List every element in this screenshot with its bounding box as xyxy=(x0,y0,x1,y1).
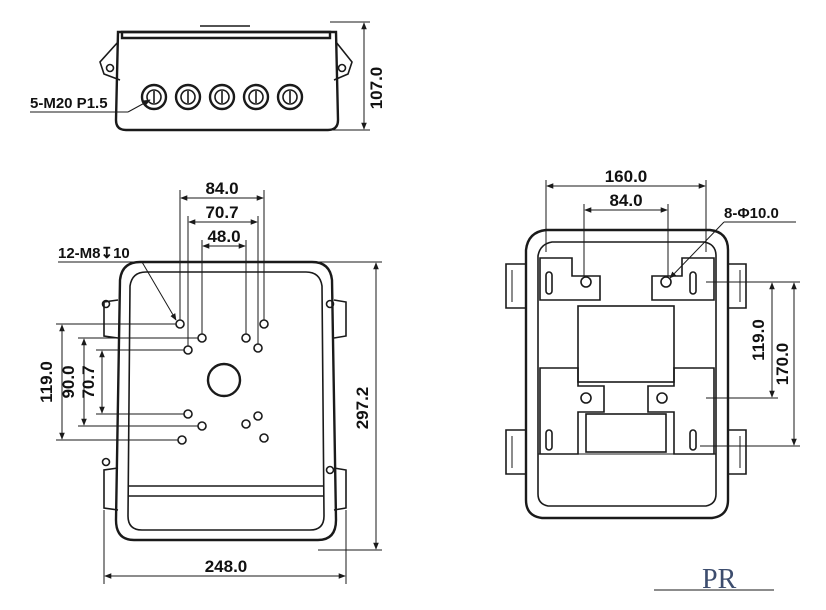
thread-hole-10 xyxy=(253,411,263,421)
top-view-right-tab xyxy=(333,41,353,81)
thread-hole-5 xyxy=(241,333,251,343)
back-body-outer xyxy=(524,228,730,520)
cable-gland-2-inner xyxy=(180,89,196,105)
back-slot-2 xyxy=(689,271,697,295)
top-view: 5-M20 P1.5 107.0 xyxy=(30,21,386,132)
front-dim-248: 248.0 xyxy=(205,557,248,576)
back-plate-bottom-left xyxy=(539,367,605,455)
back-hole-4 xyxy=(656,392,668,404)
hole-label-leader xyxy=(669,221,725,279)
thread-hole-11 xyxy=(241,419,251,429)
cable-gland-row xyxy=(140,83,304,111)
front-right-screw-top xyxy=(325,299,335,309)
front-dim-90: 90.0 xyxy=(59,365,78,398)
back-plate-bottom-right xyxy=(647,367,715,455)
front-left-bracket-top xyxy=(103,299,119,339)
front-view: 84.0 70.7 48.0 12-M8↧10 119.0 90.0 70.7 … xyxy=(37,179,382,584)
thread-hole-6 xyxy=(253,343,263,353)
front-left-bracket-bottom xyxy=(103,467,119,511)
back-plate-top-left xyxy=(539,257,601,301)
front-body-inner xyxy=(127,271,325,531)
front-body-outer xyxy=(114,260,338,542)
front-right-bracket-bottom xyxy=(333,467,347,511)
front-right-screw-bottom xyxy=(325,465,335,475)
brand-logo: PR xyxy=(654,564,774,595)
cable-gland-2 xyxy=(174,83,202,111)
front-dim-70-7: 70.7 xyxy=(205,203,238,222)
port-label: 5-M20 P1.5 xyxy=(30,95,108,112)
thread-hole-8 xyxy=(197,421,207,431)
thread-hole-7 xyxy=(183,409,193,419)
thread-hole-1 xyxy=(175,319,185,329)
back-right-rail-bottom xyxy=(727,429,747,475)
port-label-leader xyxy=(127,99,151,113)
front-right-bracket-top xyxy=(333,299,347,339)
thread-hole-2 xyxy=(197,333,207,343)
thread-label-leader xyxy=(141,261,177,321)
back-slot-4 xyxy=(689,429,697,451)
back-center-plate xyxy=(577,305,675,383)
cable-gland-4 xyxy=(242,83,270,111)
top-view-left-tab xyxy=(99,41,121,81)
front-dim-84: 84.0 xyxy=(205,179,238,198)
back-dim-84: 84.0 xyxy=(609,191,642,210)
back-view: 160.0 84.0 8-Φ10.0 119.0 170.0 xyxy=(505,167,800,520)
top-view-right-tab-hole xyxy=(337,63,347,73)
thread-hole-12 xyxy=(259,433,269,443)
cable-gland-3-inner xyxy=(214,89,230,105)
thread-hole-9 xyxy=(177,435,187,445)
cable-gland-5 xyxy=(276,83,304,111)
back-body-inner xyxy=(537,241,717,507)
thread-hole-3 xyxy=(183,345,193,355)
back-plate-top-right xyxy=(651,257,715,301)
back-hole-3 xyxy=(580,392,592,404)
front-center-cable-hole xyxy=(206,362,242,398)
top-height-dim: 107.0 xyxy=(367,67,386,110)
back-lower-plate xyxy=(585,413,667,453)
cable-gland-5-inner xyxy=(282,89,298,105)
logo-text: PR xyxy=(702,564,737,595)
back-right-rail-top xyxy=(727,263,747,309)
back-hole-1 xyxy=(580,276,592,288)
front-left-screw-top xyxy=(101,299,111,309)
cable-gland-1-inner xyxy=(146,89,162,105)
top-view-body xyxy=(114,30,340,132)
back-dim-160: 160.0 xyxy=(605,167,648,186)
back-left-rail-top xyxy=(505,263,527,309)
cable-gland-1 xyxy=(140,83,168,111)
front-threaded-holes xyxy=(175,319,269,445)
front-dim-70-7-vertical: 70.7 xyxy=(79,365,98,398)
thread-label: 12-M8↧10 xyxy=(58,245,130,262)
front-dim-297-2: 297.2 xyxy=(353,387,372,430)
cable-gland-4-inner xyxy=(248,89,264,105)
back-dim-119: 119.0 xyxy=(749,319,768,361)
back-slot-3 xyxy=(545,429,553,451)
front-dim-48: 48.0 xyxy=(207,227,240,246)
front-dim-119: 119.0 xyxy=(37,361,56,403)
thread-hole-4 xyxy=(259,319,269,329)
back-dim-170: 170.0 xyxy=(773,343,792,386)
top-view-left-tab-hole xyxy=(105,63,115,73)
hole-label: 8-Φ10.0 xyxy=(724,205,779,222)
cable-gland-3 xyxy=(208,83,236,111)
back-slot-1 xyxy=(545,271,553,295)
front-left-screw-bottom xyxy=(101,457,111,467)
back-left-rail-bottom xyxy=(505,429,527,475)
back-hole-2 xyxy=(660,276,672,288)
